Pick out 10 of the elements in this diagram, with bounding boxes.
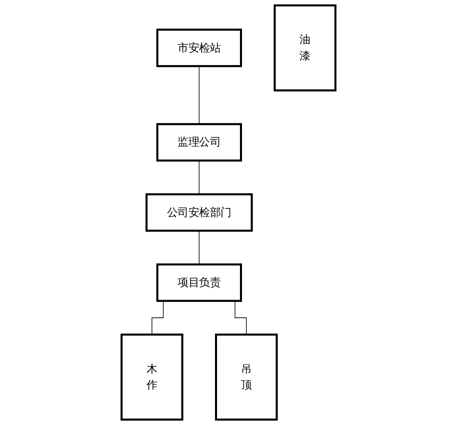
connector xyxy=(198,66,199,124)
node-box: 木作 xyxy=(120,334,183,421)
node-box: 项目负责 xyxy=(156,263,242,302)
connector xyxy=(198,160,199,195)
connector xyxy=(198,230,199,265)
node-box: 油漆 xyxy=(273,4,336,92)
node-box: 公司安检部门 xyxy=(145,193,252,232)
node-box: 监理公司 xyxy=(156,123,242,162)
node-box: 市安检站 xyxy=(156,28,242,68)
node-box: 吊顶 xyxy=(214,334,278,421)
